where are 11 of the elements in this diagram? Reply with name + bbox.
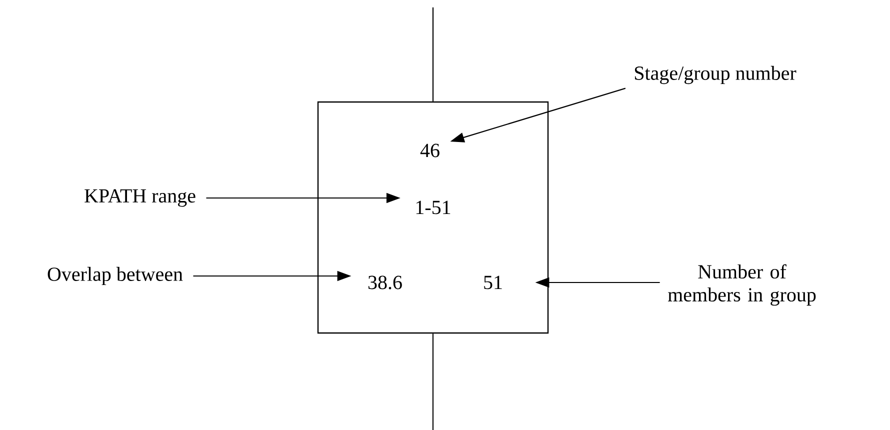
number-label: 46 — [420, 144, 440, 158]
annotation-label: KPATH range — [84, 189, 196, 207]
annotation-label: Stage/group number — [634, 66, 796, 84]
annotation-label: Overlap between — [48, 266, 183, 286]
frame-box — [317, 101, 549, 334]
connector-line — [432, 7, 434, 102]
number-label: 38.6 — [368, 276, 402, 290]
number-label: 51 — [484, 276, 502, 290]
annotation-label: Number of members in group — [668, 264, 816, 306]
connector-line — [432, 334, 434, 430]
range-label: 1-51 — [416, 200, 450, 214]
